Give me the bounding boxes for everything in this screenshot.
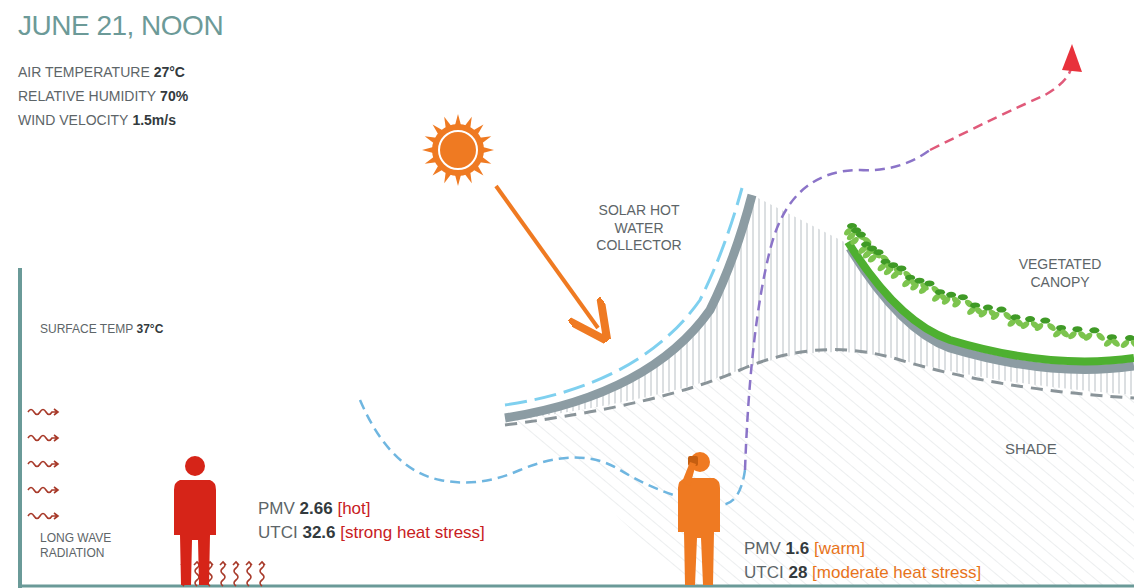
text-line: SHADE	[1005, 440, 1057, 459]
person-hot	[174, 456, 216, 585]
radiation-wave	[28, 461, 58, 467]
text-line: UTCI32.6 [strong heat stress]	[258, 522, 485, 543]
sun	[422, 114, 494, 186]
text-line: VEGETATED CANOPY	[1010, 256, 1110, 291]
sun-ray	[473, 125, 483, 135]
text-line: AIR TEMPERATURE27°C	[18, 64, 185, 82]
leaf	[873, 249, 883, 255]
radiation-wave	[233, 562, 239, 586]
text-line: SURFACE TEMP 37°C	[40, 322, 163, 337]
sun-ray	[483, 147, 494, 153]
value-label: 27°C	[154, 64, 185, 80]
sun-ray	[465, 172, 472, 183]
sun-ray	[480, 136, 491, 143]
value-label: 70%	[160, 88, 188, 104]
text-label: [hot]	[337, 499, 370, 518]
leaf	[958, 294, 968, 300]
sun-ray	[433, 165, 443, 175]
text-label: UTCI	[744, 563, 784, 582]
text-line: PMV 1.6[warm]	[744, 538, 865, 559]
sun-ray	[444, 117, 451, 128]
text-label: SHADE	[1005, 440, 1057, 457]
value-label: 28	[788, 563, 807, 582]
leaf	[1089, 327, 1099, 333]
text-label: [moderate heat stress]	[812, 563, 981, 582]
leaf	[1095, 331, 1107, 342]
text-label: RELATIVE HUMIDITY	[18, 88, 156, 104]
leaf	[856, 232, 866, 238]
structure-hatch	[505, 195, 1134, 420]
airflow-rising	[745, 150, 930, 470]
radiation-wave	[28, 435, 58, 441]
value-label: 1.5m/s	[132, 112, 176, 128]
text-label: WIND VELOCITY	[18, 112, 128, 128]
value-label: 37°C	[137, 322, 164, 336]
text-label: VEGETATED CANOPY	[1019, 256, 1102, 290]
value-label: 32.6	[302, 523, 335, 542]
text-label: UTCI	[258, 523, 298, 542]
radiation-wave	[28, 513, 58, 519]
collector-water-line	[505, 188, 742, 405]
sun-ray	[425, 136, 436, 143]
text-line: RELATIVE HUMIDITY70%	[18, 88, 188, 106]
vegetated-canopy	[848, 242, 1134, 361]
sun-ray	[422, 147, 433, 153]
text-label: SOLAR HOT WATER COLLECTOR	[596, 202, 681, 253]
leaf	[996, 307, 1006, 313]
text-label: [strong heat stress]	[340, 523, 485, 542]
leaf	[924, 280, 934, 286]
text-line: SOLAR HOT WATER COLLECTOR	[580, 202, 698, 255]
airflow-exhaust	[930, 66, 1072, 150]
leaf	[1046, 322, 1058, 333]
wall	[18, 268, 22, 588]
solar-collector	[505, 195, 752, 418]
radiation-wave	[246, 562, 252, 586]
text-label: LONG WAVE RADIATION	[40, 531, 111, 560]
foliage	[843, 223, 1134, 350]
sun-ray	[465, 117, 472, 128]
airflow-arrowhead	[1062, 44, 1082, 72]
sun-ray	[433, 125, 443, 135]
text-line: PMV 2.66[hot]	[258, 498, 371, 519]
text-line: WIND VELOCITY1.5m/s	[18, 112, 176, 130]
value-label: 1.6	[786, 539, 810, 558]
leaf	[1129, 338, 1134, 349]
value-label: 2.66	[300, 499, 333, 518]
title: JUNE 21, NOON	[18, 10, 223, 42]
solar-ray	[496, 186, 598, 328]
text-line: UTCI28 [moderate heat stress]	[744, 562, 981, 583]
text-label: SURFACE TEMP	[40, 322, 133, 336]
leaf	[879, 253, 891, 264]
text-label: AIR TEMPERATURE	[18, 64, 150, 80]
radiation-wave	[28, 487, 58, 493]
sun-ray	[444, 172, 451, 183]
sun-ray	[455, 114, 461, 125]
person-warm	[678, 452, 720, 585]
text-label: PMV	[258, 499, 295, 518]
leaf	[1040, 318, 1050, 324]
radiation-wave	[259, 562, 265, 586]
text-line: LONG WAVE RADIATION	[40, 531, 124, 561]
text-label: PMV	[744, 539, 781, 558]
sun-ray	[473, 165, 483, 175]
sun-ray	[480, 157, 491, 164]
sun-ray	[425, 157, 436, 164]
radiation-wave	[28, 409, 58, 415]
longwave-radiation	[28, 409, 265, 586]
leaf	[896, 265, 906, 271]
radiation-wave	[220, 562, 226, 586]
leaf	[1110, 337, 1122, 348]
sun-ray	[455, 175, 461, 186]
text-label: [warm]	[814, 539, 865, 558]
